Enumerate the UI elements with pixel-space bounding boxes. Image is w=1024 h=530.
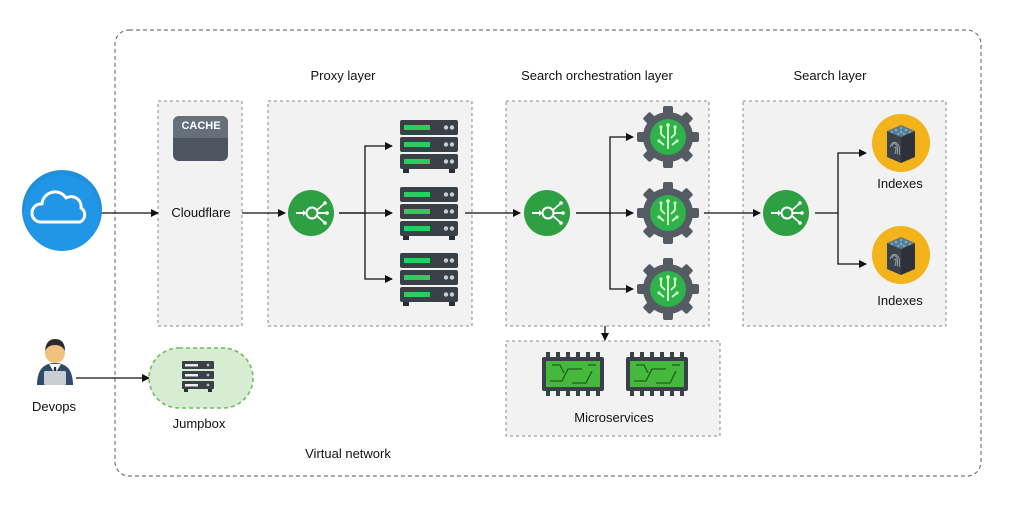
proxy-load-balancer-icon [287,189,335,237]
indexes-top-label: Indexes [877,176,923,191]
jumpbox-label: Jumpbox [172,416,226,431]
proxy-server-1-icon [400,120,458,173]
cache-label: CACHE [181,120,221,132]
jumpbox-node [148,347,254,409]
microservice-chip-2-icon [625,351,689,397]
index-1-icon [871,113,931,173]
connector-lines [76,133,867,382]
orchestration-gear-1-icon [636,105,700,169]
microservices-label: Microservices [574,410,654,425]
search-layer-label: Search layer [793,68,867,83]
proxy-server-2-icon [400,187,458,240]
orchestration-gear-3-icon [636,257,700,321]
user-icon [37,339,73,385]
orchestration-gear-2-icon [636,181,700,245]
virtual-network-boundary [114,29,982,477]
proxy-layer-label: Proxy layer [310,68,376,83]
search-load-balancer-icon [762,189,810,237]
cloud-icon [22,170,102,251]
index-2-icon [871,225,931,285]
orchestration-load-balancer-icon [523,189,571,237]
cloudflare-label: Cloudflare [171,205,231,220]
indexes-bottom-label: Indexes [877,293,923,308]
search-orchestration-layer-label: Search orchestration layer [521,68,673,83]
cache-icon [173,116,228,161]
microservice-chip-1-icon [541,351,605,397]
virtual-network-label: Virtual network [305,446,391,461]
devops-label: Devops [31,399,77,414]
proxy-server-3-icon [400,253,458,306]
